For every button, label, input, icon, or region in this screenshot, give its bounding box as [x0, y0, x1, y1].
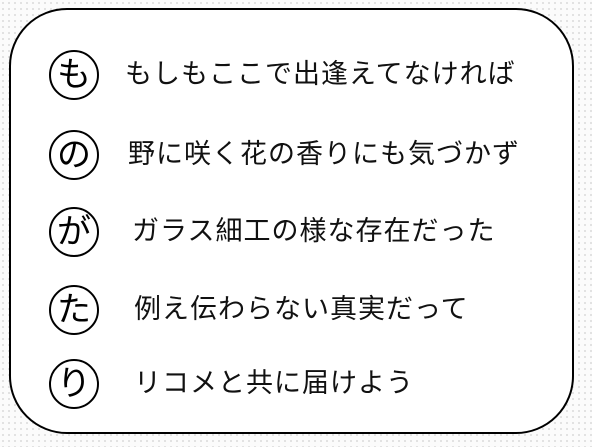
poem-line-3: が ガラス細工の様な存在だった [11, 204, 572, 260]
poem-line-5: り リコメと共に届けよう [11, 356, 572, 412]
poem-phrase-4: 例え伝わらない真実だって [134, 294, 469, 325]
poem-card: も もしもここで出逢えてなければ の 野に咲く花の香りにも気づかず が ガラス細… [9, 8, 574, 434]
poem-phrase-3: ガラス細工の様な存在だった [132, 216, 496, 247]
poem-line-1: も もしもここで出逢えてなければ [11, 47, 572, 103]
initial-kana-circle-5: り [49, 359, 99, 409]
initial-kana-circle-2: の [49, 130, 99, 180]
poem-phrase-2: 野に咲く花の香りにも気づかず [128, 139, 520, 170]
initial-kana-circle-1: も [49, 50, 99, 100]
initial-kana-circle-3: が [49, 207, 99, 257]
poem-phrase-5: リコメと共に届けよう [134, 368, 414, 399]
initial-kana-circle-4: た [49, 285, 99, 335]
poem-line-4: た 例え伝わらない真実だって [11, 282, 572, 338]
poem-phrase-1: もしもここで出逢えてなければ [125, 59, 516, 90]
poem-line-2: の 野に咲く花の香りにも気づかず [11, 127, 572, 183]
